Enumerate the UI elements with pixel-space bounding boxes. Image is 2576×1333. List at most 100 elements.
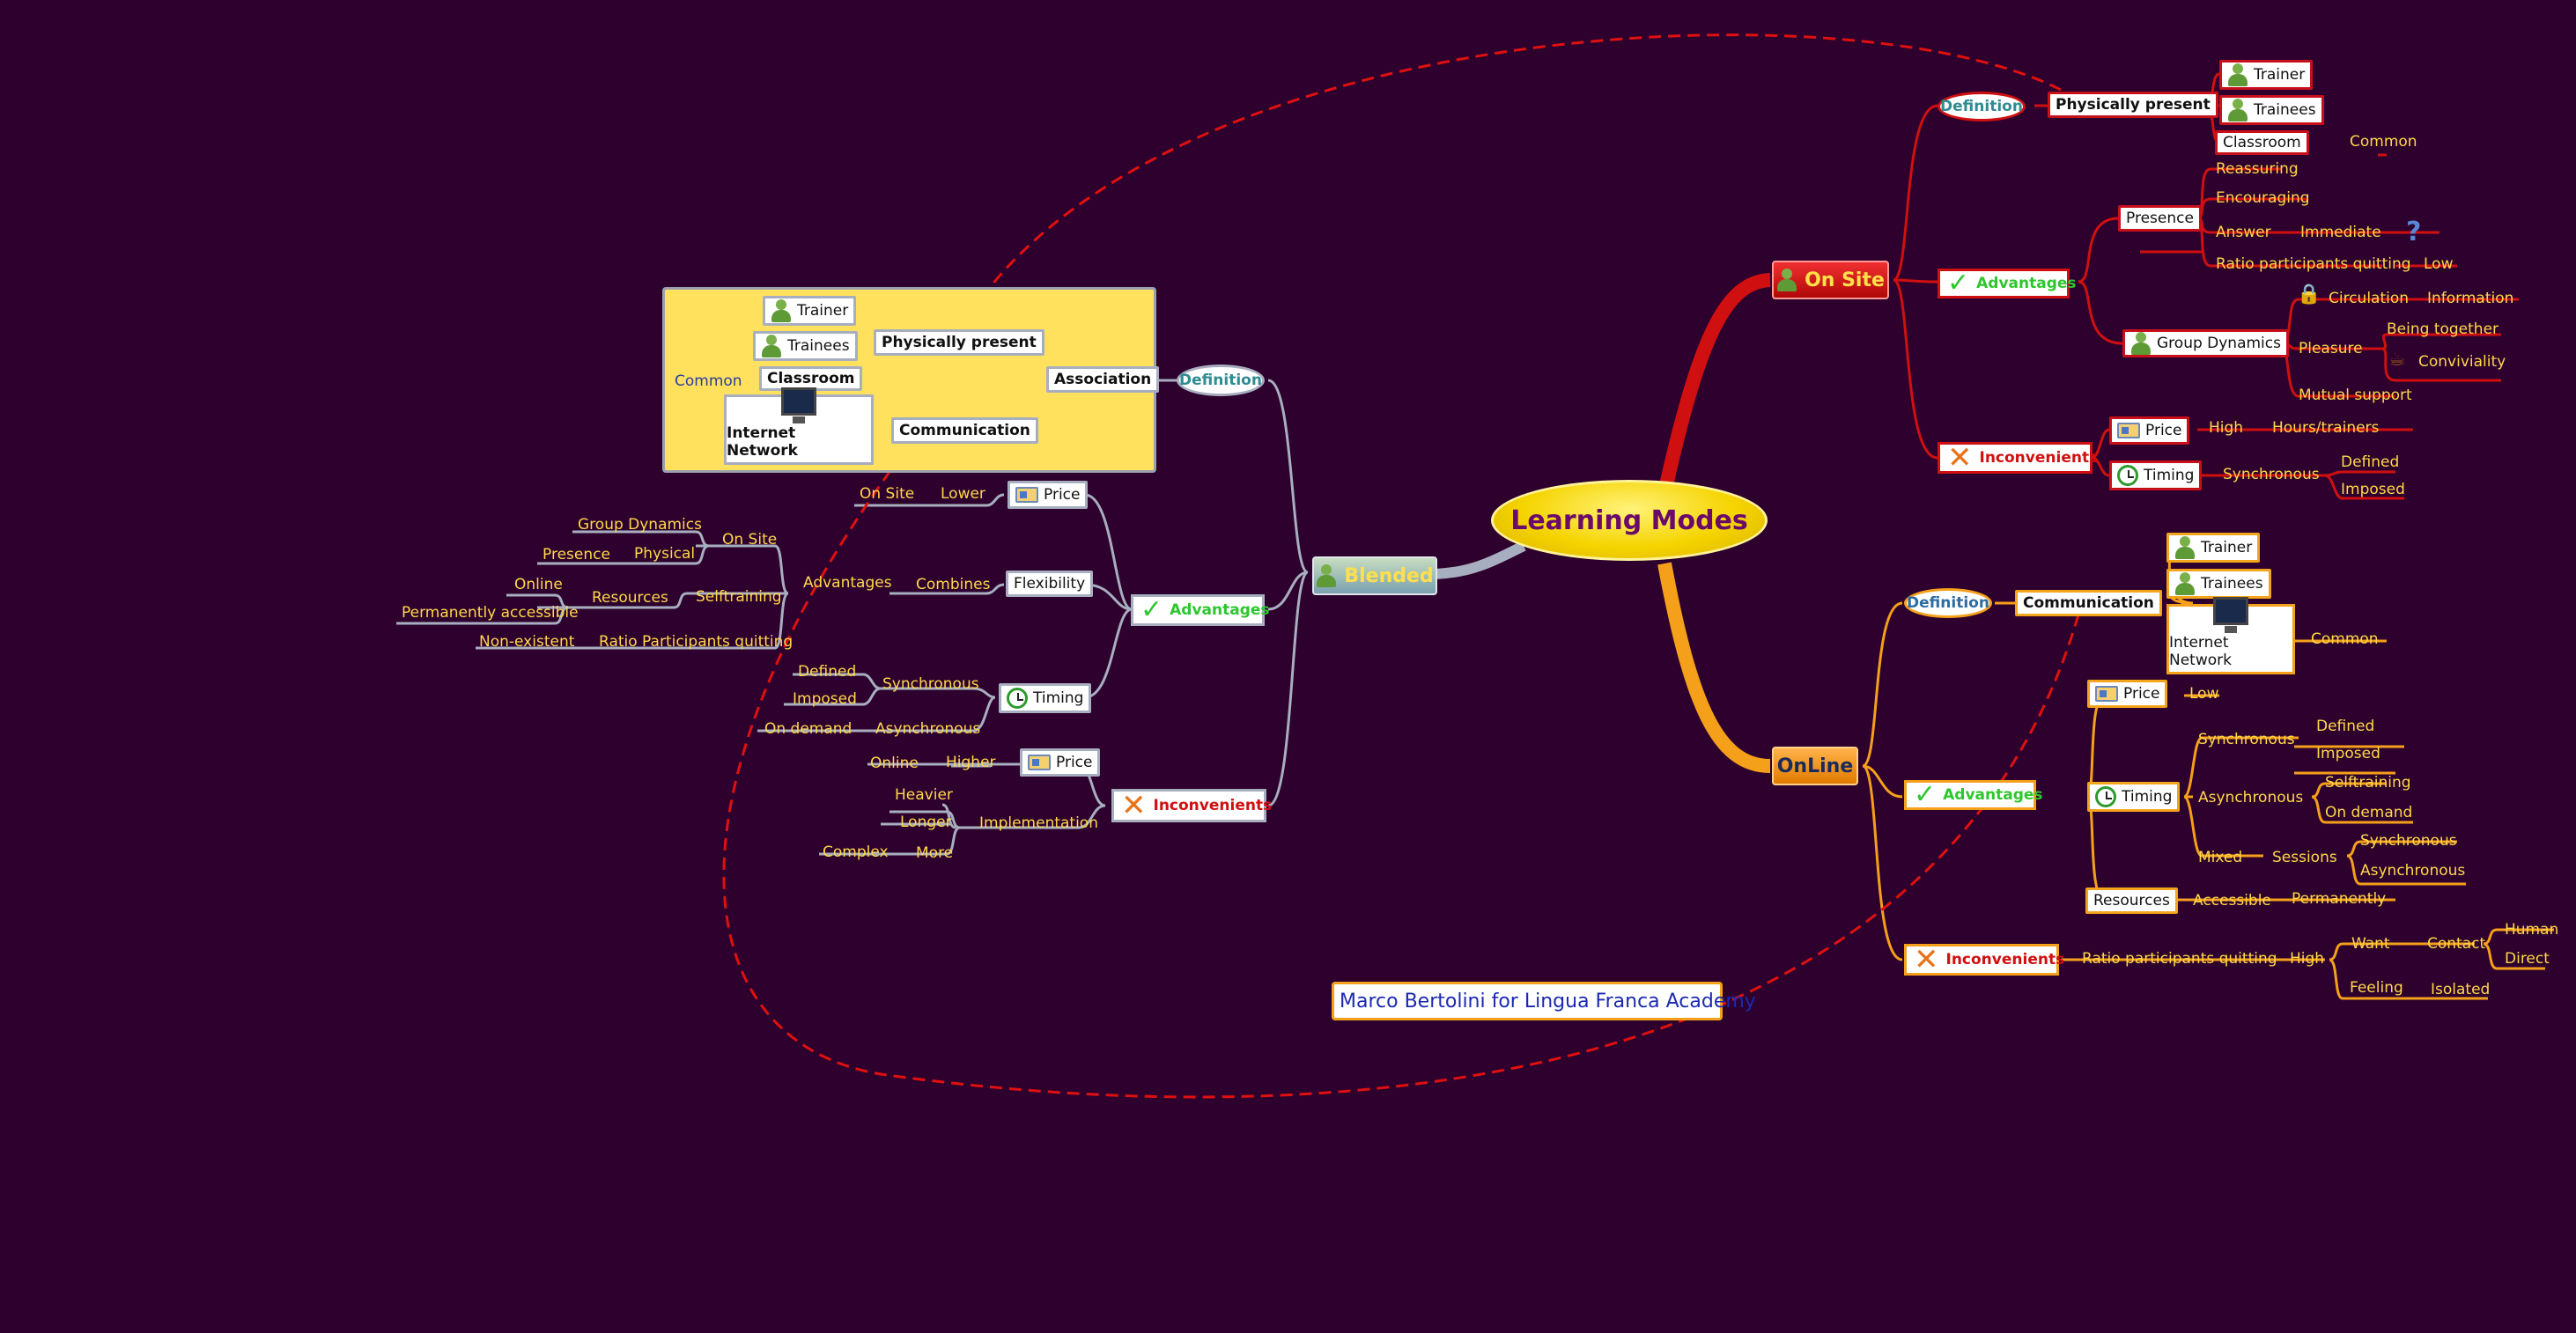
blended-classroom[interactable]: Classroom — [759, 366, 863, 391]
trunk-blended — [1435, 541, 1526, 579]
online-asynchronous: Asynchronous — [2198, 789, 2304, 806]
blended-lower: Lower — [941, 485, 985, 503]
onsite-group-dynamics[interactable]: Group Dynamics — [2122, 329, 2289, 357]
onsite-physically-present[interactable]: Physically present — [2048, 92, 2218, 118]
online-want: Want — [2351, 935, 2390, 953]
computer-icon — [2213, 597, 2248, 633]
online-trainer[interactable]: Trainer — [2166, 533, 2261, 563]
blended-trainees[interactable]: Trainees — [753, 331, 858, 361]
price-card-icon — [2117, 423, 2140, 438]
blended-implementation: Implementation — [979, 814, 1098, 832]
blended-online: Online — [514, 576, 563, 593]
online-inconvenients[interactable]: ✕Inconvenients — [1904, 942, 2064, 977]
onsite-defined: Defined — [2341, 453, 2400, 471]
onsite-advantages[interactable]: ✓Advantages — [1938, 269, 2077, 298]
onsite-reassuring: Reassuring — [2216, 160, 2299, 178]
credit-box: Marco Bertolini for Lingua Franca Academ… — [1332, 982, 1756, 1020]
blended-timing[interactable]: Timing — [999, 683, 1092, 713]
group-icon — [2174, 572, 2196, 595]
blended-longer: Longer — [900, 814, 952, 831]
onsite-presence[interactable]: Presence — [2118, 205, 2202, 232]
relation-onsite-physically-present — [958, 33, 2062, 331]
blended-complex: Complex — [823, 843, 889, 861]
person-icon — [1776, 269, 1797, 291]
online-price[interactable]: Price — [2087, 680, 2168, 708]
blended-defined: Defined — [798, 663, 857, 681]
onsite-immediate: Immediate — [2300, 224, 2381, 241]
topic-blended[interactable]: Blended — [1312, 556, 1437, 595]
checkmark-icon: ✓ — [1914, 779, 1937, 810]
blended-definition-label: Definition — [1179, 372, 1262, 389]
blended-communication[interactable]: Communication — [891, 417, 1038, 444]
onsite-trainees[interactable]: Trainees — [2219, 95, 2324, 125]
topic-onsite[interactable]: On Site — [1772, 261, 1889, 299]
blended-association[interactable]: Association — [1046, 366, 1160, 393]
onsite-mutual-support: Mutual support — [2299, 387, 2412, 404]
price-card-icon — [1015, 487, 1038, 503]
blended-definition[interactable]: Definition — [1177, 365, 1265, 396]
blended-flexibility-label: Flexibility — [1014, 575, 1086, 593]
blended-heavier: Heavier — [895, 786, 953, 804]
onsite-high: High — [2209, 419, 2244, 437]
blended-adv-on-site: On Site — [722, 531, 778, 549]
credit-text: Marco Bertolini for Lingua Franca Academ… — [1340, 990, 1756, 1013]
relation-online-communication — [722, 391, 2080, 1099]
online-definition[interactable]: Definition — [1904, 588, 1992, 618]
online-advantages[interactable]: ✓ Advantages — [1904, 779, 2043, 810]
blended-adv: Advantages — [803, 574, 892, 592]
coffee-icon: ☕ — [2388, 349, 2406, 371]
clock-icon — [2117, 465, 2138, 486]
online-timing[interactable]: Timing — [2087, 782, 2181, 812]
blended-timing-label: Timing — [1033, 689, 1084, 707]
lock-icon: 🔒 — [2297, 284, 2321, 306]
price-card-icon — [1028, 755, 1051, 770]
onsite-imposed: Imposed — [2341, 481, 2405, 498]
onsite-trainer-label: Trainer — [2254, 66, 2306, 84]
online-sessions-synchronous: Synchronous — [2360, 832, 2457, 850]
onsite-inconvenients[interactable]: ✕Inconvenients — [1938, 442, 2098, 474]
onsite-price-label: Price — [2145, 422, 2182, 439]
onsite-definition[interactable]: Definition — [1938, 92, 2026, 122]
online-sessions-asynchronous: Asynchronous — [2360, 862, 2466, 880]
online-internet-network[interactable]: Internet Network — [2166, 597, 2295, 674]
blended-advantages-label: Advantages — [1170, 601, 1270, 619]
blended-price[interactable]: Price — [1008, 481, 1089, 509]
online-direct: Direct — [2505, 950, 2550, 968]
topic-onsite-label: On Site — [1805, 269, 1885, 291]
blended-on-demand: On demand — [764, 720, 853, 738]
blended-flexibility[interactable]: Flexibility — [1006, 571, 1094, 597]
cross-icon: ✕ — [1914, 942, 1939, 977]
blended-physically-present[interactable]: Physically present — [874, 329, 1044, 356]
cross-icon: ✕ — [1121, 788, 1147, 823]
blended-advantages[interactable]: ✓ Advantages — [1131, 594, 1270, 626]
computer-icon — [781, 387, 816, 423]
blended-trainees-label: Trainees — [787, 337, 850, 355]
blended-on-site: On Site — [860, 485, 915, 503]
blended-combines: Combines — [916, 576, 991, 593]
central-topic[interactable]: Learning Modes — [1491, 480, 1768, 561]
blended-internet-network[interactable]: Internet Network — [724, 387, 874, 465]
checkmark-icon: ✓ — [1140, 594, 1163, 625]
blended-trainer[interactable]: Trainer — [763, 296, 857, 326]
online-advantages-label: Advantages — [1943, 786, 2043, 804]
onsite-classroom-label: Classroom — [2223, 134, 2301, 151]
person-icon — [2227, 63, 2248, 86]
blended-inc-price[interactable]: Price — [1020, 748, 1101, 777]
onsite-conviviality: Conviviality — [2418, 353, 2506, 371]
online-communication[interactable]: Communication — [2015, 590, 2162, 616]
blended-inconvenients[interactable]: ✕ Inconvenients — [1111, 788, 1272, 823]
online-resources[interactable]: Resources — [2085, 887, 2178, 914]
onsite-trainees-label: Trainees — [2254, 101, 2316, 119]
online-trainees[interactable]: Trainees — [2166, 569, 2271, 599]
onsite-timing[interactable]: Timing — [2109, 460, 2203, 490]
onsite-classroom[interactable]: Classroom — [2215, 130, 2309, 155]
blended-non-existent: Non-existent — [479, 633, 575, 651]
topic-online[interactable]: OnLine — [1772, 747, 1858, 785]
onsite-definition-label: Definition — [1940, 98, 2023, 115]
online-permanently: Permanently — [2292, 890, 2387, 908]
onsite-trainer[interactable]: Trainer — [2219, 60, 2314, 90]
blended-inconvenients-label: Inconvenients — [1153, 797, 1273, 814]
online-isolated: Isolated — [2431, 981, 2491, 998]
onsite-price[interactable]: Price — [2109, 416, 2190, 445]
